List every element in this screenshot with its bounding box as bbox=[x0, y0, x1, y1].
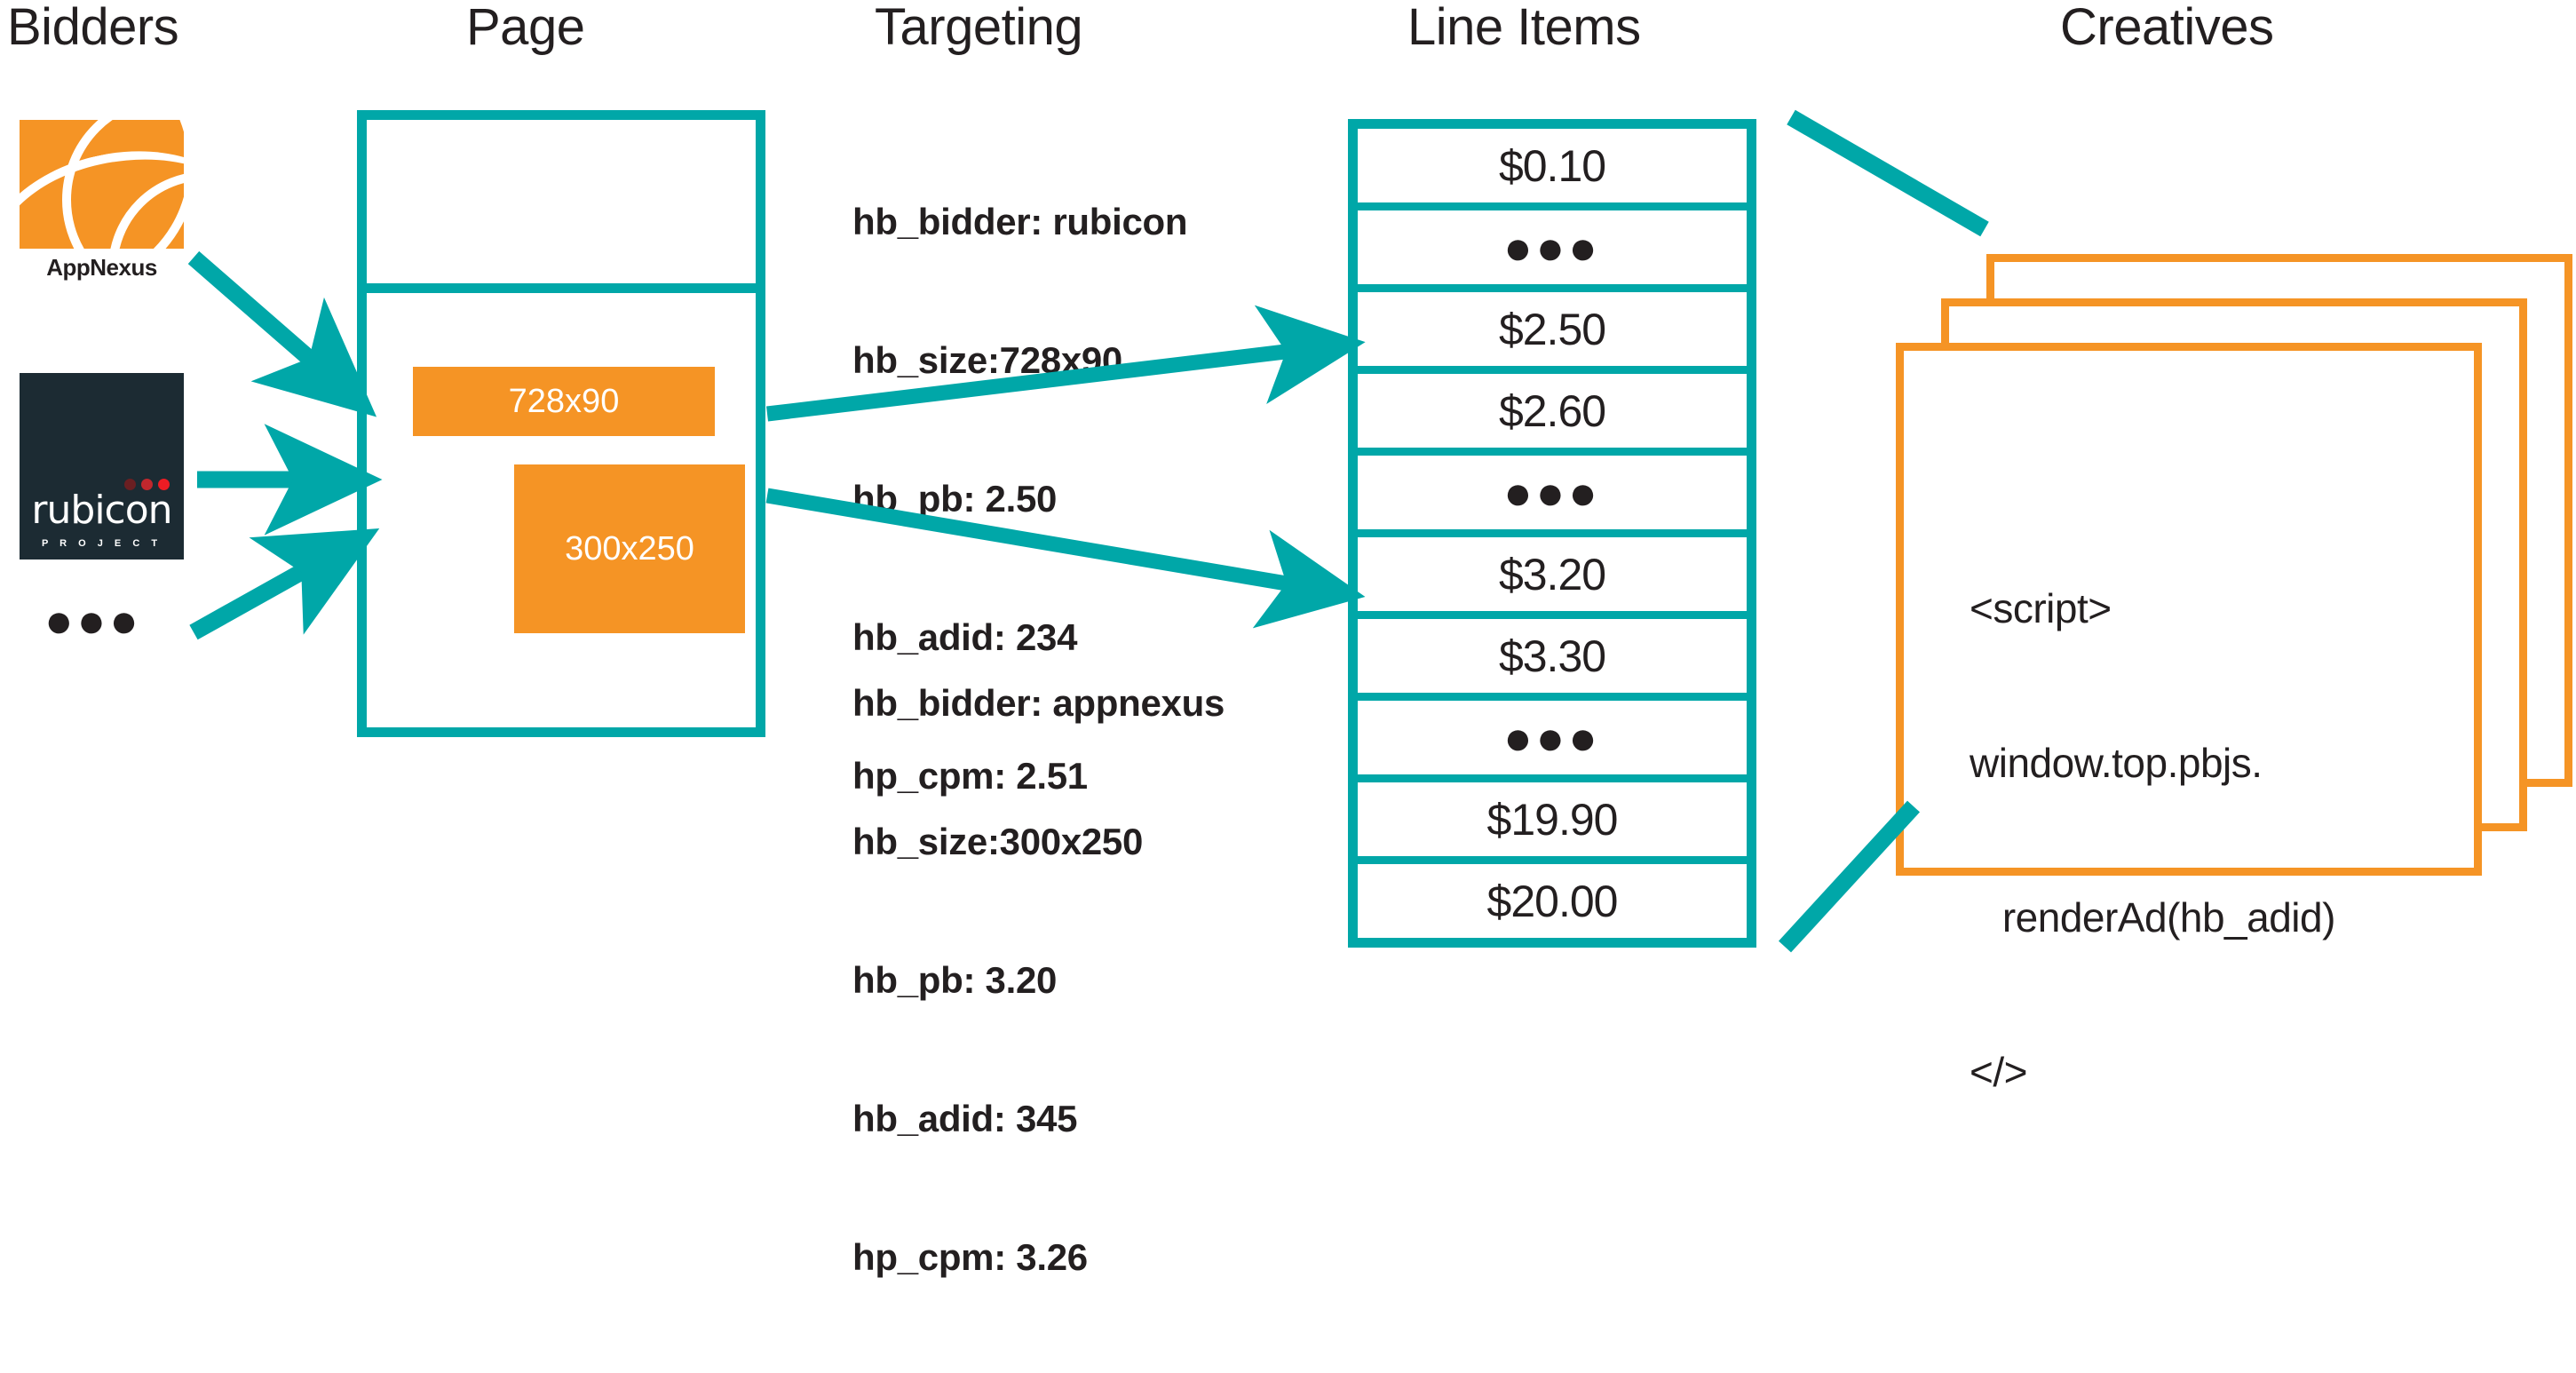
creative-code-line: window.top.pbjs. bbox=[1970, 740, 2263, 786]
creative-snippet: <script> window.top.pbjs. renderAd(hb_ad… bbox=[1970, 480, 2467, 1201]
line-items-table: $0.10 ●●● $2.50 $2.60 ●●● $3.20 $3.30 ●●… bbox=[1348, 119, 1756, 948]
column-header-creatives: Creatives bbox=[2060, 0, 2274, 56]
creative-code-line: renderAd(hb_adid) bbox=[1970, 894, 2336, 940]
targeting-line-hb-pb: hb_pb: 3.20 bbox=[852, 959, 1058, 1001]
targeting-line-hb-size: hb_size:300x250 bbox=[852, 821, 1144, 862]
column-header-line-items: Line Items bbox=[1407, 0, 1641, 56]
line-item-row: ●●● bbox=[1358, 456, 1747, 529]
appnexus-logo-icon bbox=[20, 120, 184, 249]
line-item-row: ●●● bbox=[1358, 701, 1747, 774]
line-item-row[interactable]: $3.20 bbox=[1358, 537, 1747, 611]
line-item-row: ●●● bbox=[1358, 210, 1747, 284]
ad-slot-300x250[interactable]: 300x250 bbox=[514, 464, 745, 633]
ad-slot-728x90[interactable]: 728x90 bbox=[413, 367, 715, 436]
targeting-block-appnexus: hb_bidder: appnexus hb_size:300x250 hb_p… bbox=[852, 588, 1225, 1373]
diagram-canvas: Bidders Page Targeting Line Items Creati… bbox=[7, 0, 2572, 1278]
rubicon-logo-subtitle: P R O J E C T bbox=[41, 538, 162, 549]
line-item-row[interactable]: $0.10 bbox=[1358, 129, 1747, 202]
column-header-bidders: Bidders bbox=[7, 0, 179, 56]
targeting-line-hp-cpm: hp_cpm: 2.51 bbox=[852, 755, 1088, 797]
line-item-row[interactable]: $2.50 bbox=[1358, 292, 1747, 366]
connector-line-items-to-creatives-top bbox=[1787, 109, 1989, 237]
line-item-row[interactable]: $19.90 bbox=[1358, 782, 1747, 856]
targeting-line-hb-pb: hb_pb: 2.50 bbox=[852, 478, 1058, 520]
connector-line-items-to-creatives-bottom bbox=[1779, 800, 1920, 953]
arrow-appnexus-to-page bbox=[187, 250, 377, 417]
page-header-divider bbox=[367, 283, 756, 293]
targeting-line-hb-adid: hb_adid: 234 bbox=[852, 616, 1078, 658]
creative-card-front[interactable] bbox=[1896, 343, 2482, 876]
rubicon-logo-dots bbox=[124, 479, 170, 490]
rubicon-project-logo-icon: rubicon P R O J E C T bbox=[20, 373, 184, 560]
targeting-line-hp-cpm: hp_cpm: 3.26 bbox=[852, 1236, 1088, 1278]
column-header-targeting: Targeting bbox=[875, 0, 1083, 56]
line-item-row[interactable]: $3.30 bbox=[1358, 619, 1747, 693]
column-header-page: Page bbox=[466, 0, 585, 56]
targeting-line-hb-size: hb_size:728x90 bbox=[852, 339, 1122, 381]
targeting-line-hb-bidder: hb_bidder: rubicon bbox=[852, 201, 1188, 242]
arrow-more-bidders-to-page bbox=[189, 528, 380, 640]
targeting-line-hb-adid: hb_adid: 345 bbox=[852, 1098, 1078, 1139]
page-mock: 728x90 300x250 bbox=[357, 110, 765, 737]
line-item-row[interactable]: $20.00 bbox=[1358, 864, 1747, 938]
targeting-line-hb-bidder: hb_bidder: appnexus bbox=[852, 682, 1225, 724]
bidders-more-ellipsis: ●●● bbox=[44, 594, 142, 647]
line-item-row[interactable]: $2.60 bbox=[1358, 374, 1747, 448]
creative-code-line: <script> bbox=[1970, 585, 2112, 631]
rubicon-logo-wordmark: rubicon bbox=[31, 488, 172, 533]
appnexus-logo-wordmark: AppNexus bbox=[46, 254, 157, 281]
creative-code-line: </> bbox=[1970, 1049, 2028, 1095]
